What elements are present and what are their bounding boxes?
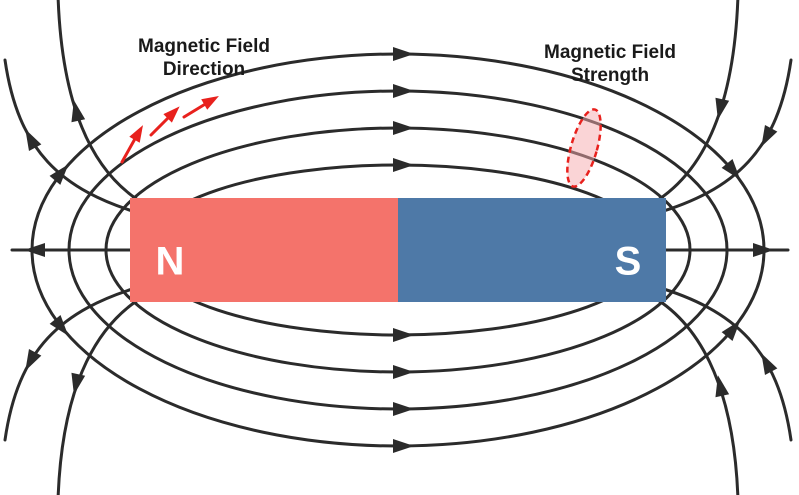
field-arrowhead — [71, 372, 86, 395]
direction-arrow-line — [120, 135, 138, 164]
direction-arrow-head — [201, 96, 219, 110]
strength-label-line1: Magnetic Field — [544, 42, 676, 63]
annotation-labels: Magnetic Field Direction Magnetic Field … — [138, 36, 676, 86]
magnet-north-half — [130, 198, 398, 302]
field-arrowhead — [393, 84, 414, 98]
field-arrowhead — [49, 164, 69, 185]
field-arrowhead — [715, 97, 730, 120]
field-line-open — [646, 292, 740, 495]
field-arrowhead — [25, 349, 42, 371]
field-line-open — [646, 0, 740, 208]
direction-arrow-line — [182, 101, 209, 119]
field-arrowhead — [715, 375, 730, 398]
field-line-open — [652, 284, 793, 442]
field-line-open — [56, 0, 150, 208]
north-pole-label: N — [156, 240, 185, 284]
field-arrowhead — [393, 158, 414, 172]
field-arrowhead — [393, 328, 414, 342]
field-arrowhead — [753, 243, 774, 257]
field-line-open — [56, 292, 150, 495]
direction-label-line2: Direction — [163, 59, 245, 80]
direction-arrow-line — [149, 114, 172, 137]
field-line-open — [3, 58, 144, 216]
direction-label-line1: Magnetic Field — [138, 36, 270, 57]
direction-arrow-head — [163, 106, 180, 123]
field-arrowhead — [761, 125, 778, 147]
field-arrowhead — [393, 439, 414, 453]
magnet-south-half — [398, 198, 666, 302]
field-arrowhead — [25, 129, 42, 151]
field-arrowhead — [49, 315, 69, 336]
field-arrowhead — [721, 320, 741, 341]
direction-arrow-head — [129, 125, 143, 143]
field-arrowhead — [393, 121, 414, 135]
field-line-open — [3, 284, 144, 442]
field-arrowhead — [393, 47, 414, 61]
strength-label-line2: Strength — [571, 65, 649, 86]
field-arrowhead — [761, 353, 778, 375]
field-arrowheads — [24, 47, 778, 453]
field-line-open — [652, 58, 793, 216]
field-arrowhead — [393, 402, 414, 416]
bar-magnet: N S — [130, 198, 666, 302]
field-arrowhead — [24, 243, 45, 257]
strength-highlight-ellipse — [566, 108, 602, 188]
field-arrowhead — [71, 100, 86, 123]
field-arrowhead — [721, 159, 741, 180]
field-arrowhead — [393, 365, 414, 379]
south-pole-label: S — [615, 240, 642, 284]
direction-arrows — [120, 96, 219, 164]
